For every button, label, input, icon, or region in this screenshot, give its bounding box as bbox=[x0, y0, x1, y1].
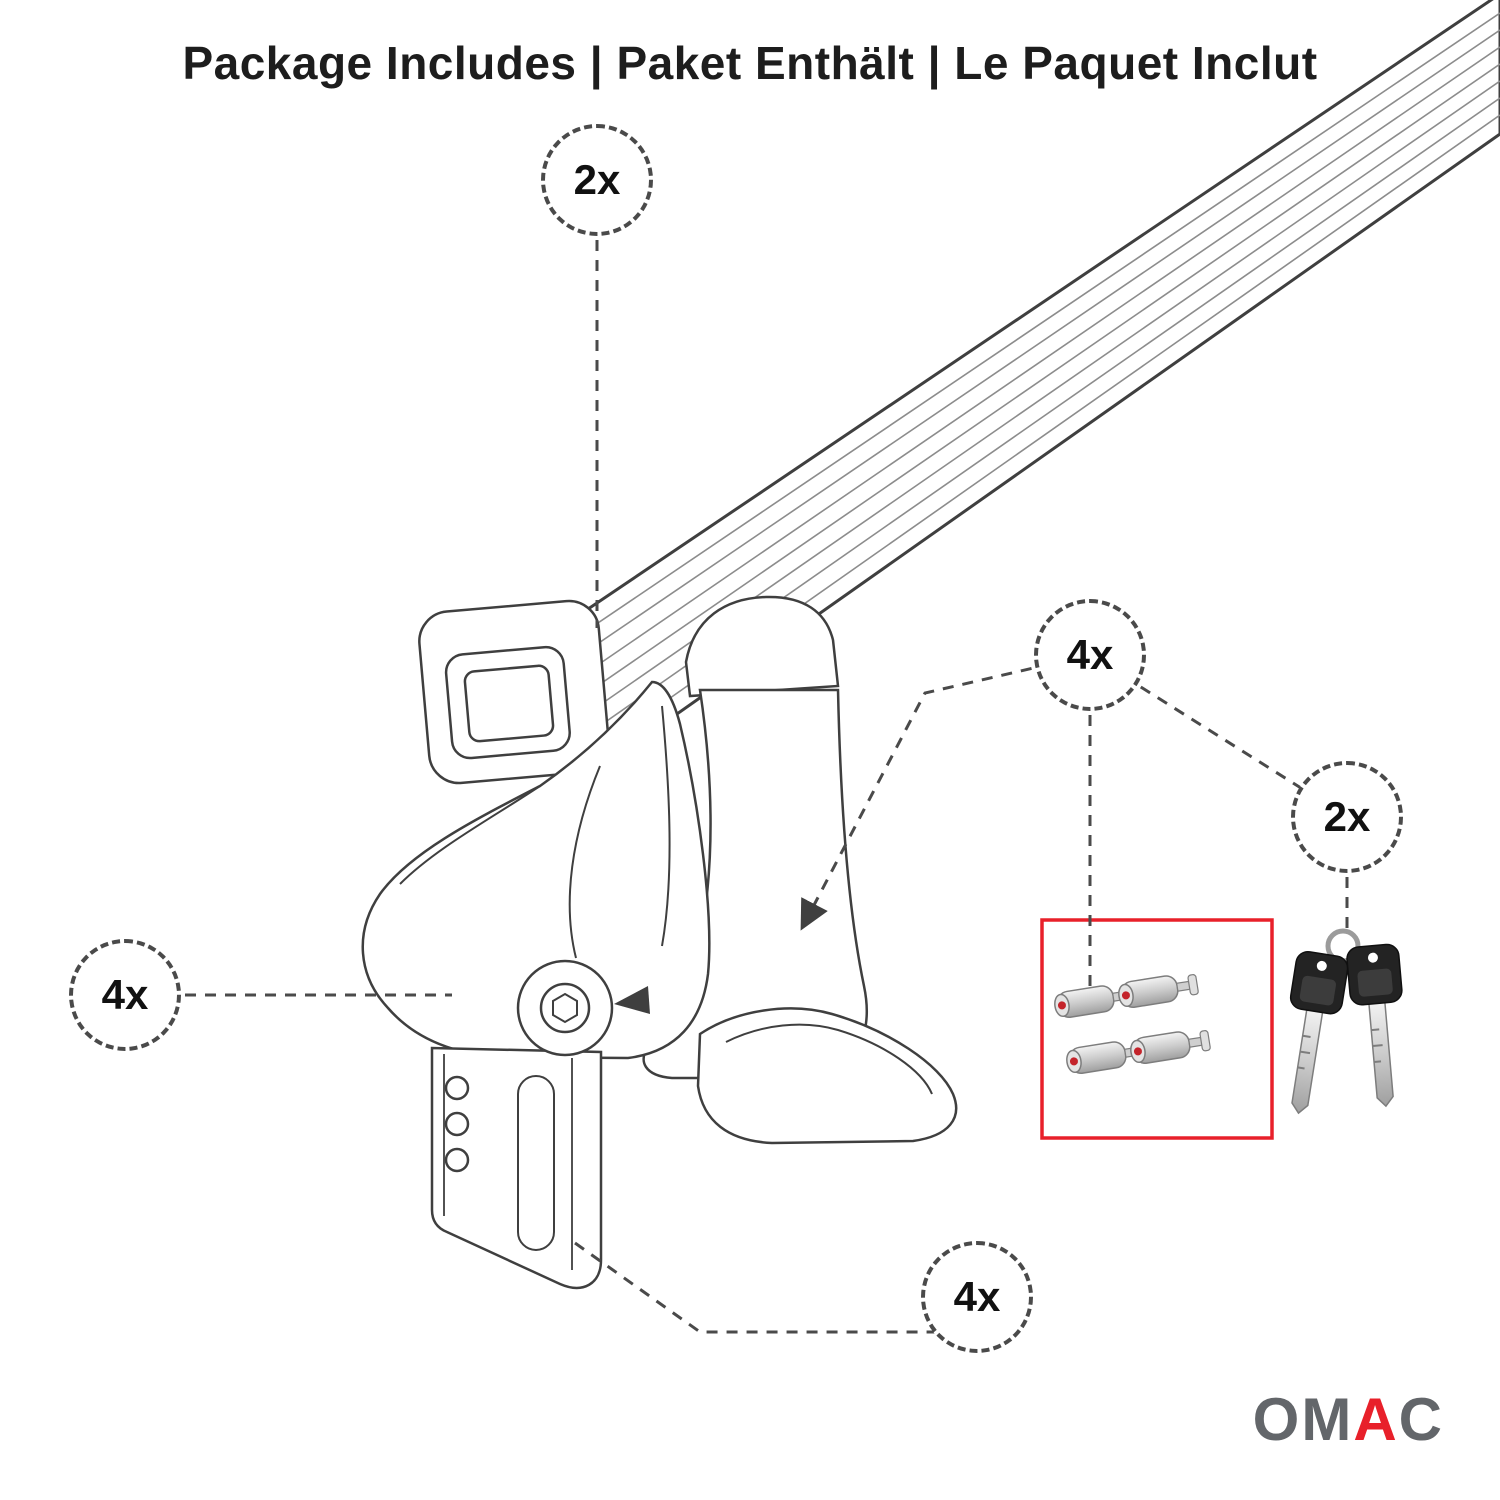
small-parts-box bbox=[1040, 918, 1274, 1140]
mounting-foot-illustration bbox=[361, 680, 711, 1060]
keys-image bbox=[1289, 928, 1403, 1115]
page-title: Package Includes | Paket Enthält | Le Pa… bbox=[182, 37, 1318, 89]
bolt-boss-illustration bbox=[516, 959, 650, 1057]
callout-label: 4x bbox=[953, 1273, 1001, 1320]
callout-foot-qty: 4x bbox=[69, 939, 181, 1051]
foot-upper-jaw bbox=[684, 595, 840, 698]
foot-base-pad bbox=[696, 1007, 958, 1145]
callout-label: 2x bbox=[1323, 793, 1371, 840]
logo-letter-a: A bbox=[1353, 1386, 1399, 1453]
callout-label: 4x bbox=[101, 971, 149, 1018]
clamp-bracket-illustration bbox=[430, 1046, 603, 1290]
connector-clamp bbox=[574, 1241, 978, 1334]
callout-label: 2x bbox=[573, 156, 621, 203]
end-cap-illustration bbox=[418, 599, 610, 785]
logo-letters-om: OM bbox=[1252, 1386, 1354, 1453]
callout-crossbar-qty: 2x bbox=[541, 124, 653, 236]
key-icon bbox=[1289, 950, 1349, 1115]
connector-lock-bolts-to-foot bbox=[800, 653, 1091, 931]
callout-label: 4x bbox=[1066, 631, 1114, 678]
callout-lock-bolts-qty: 4x bbox=[1034, 599, 1146, 711]
key-icon bbox=[1346, 943, 1403, 1108]
logo-letter-c: C bbox=[1398, 1386, 1444, 1453]
callout-clamp-qty: 4x bbox=[921, 1241, 1033, 1353]
callout-keys-qty: 2x bbox=[1291, 761, 1403, 873]
